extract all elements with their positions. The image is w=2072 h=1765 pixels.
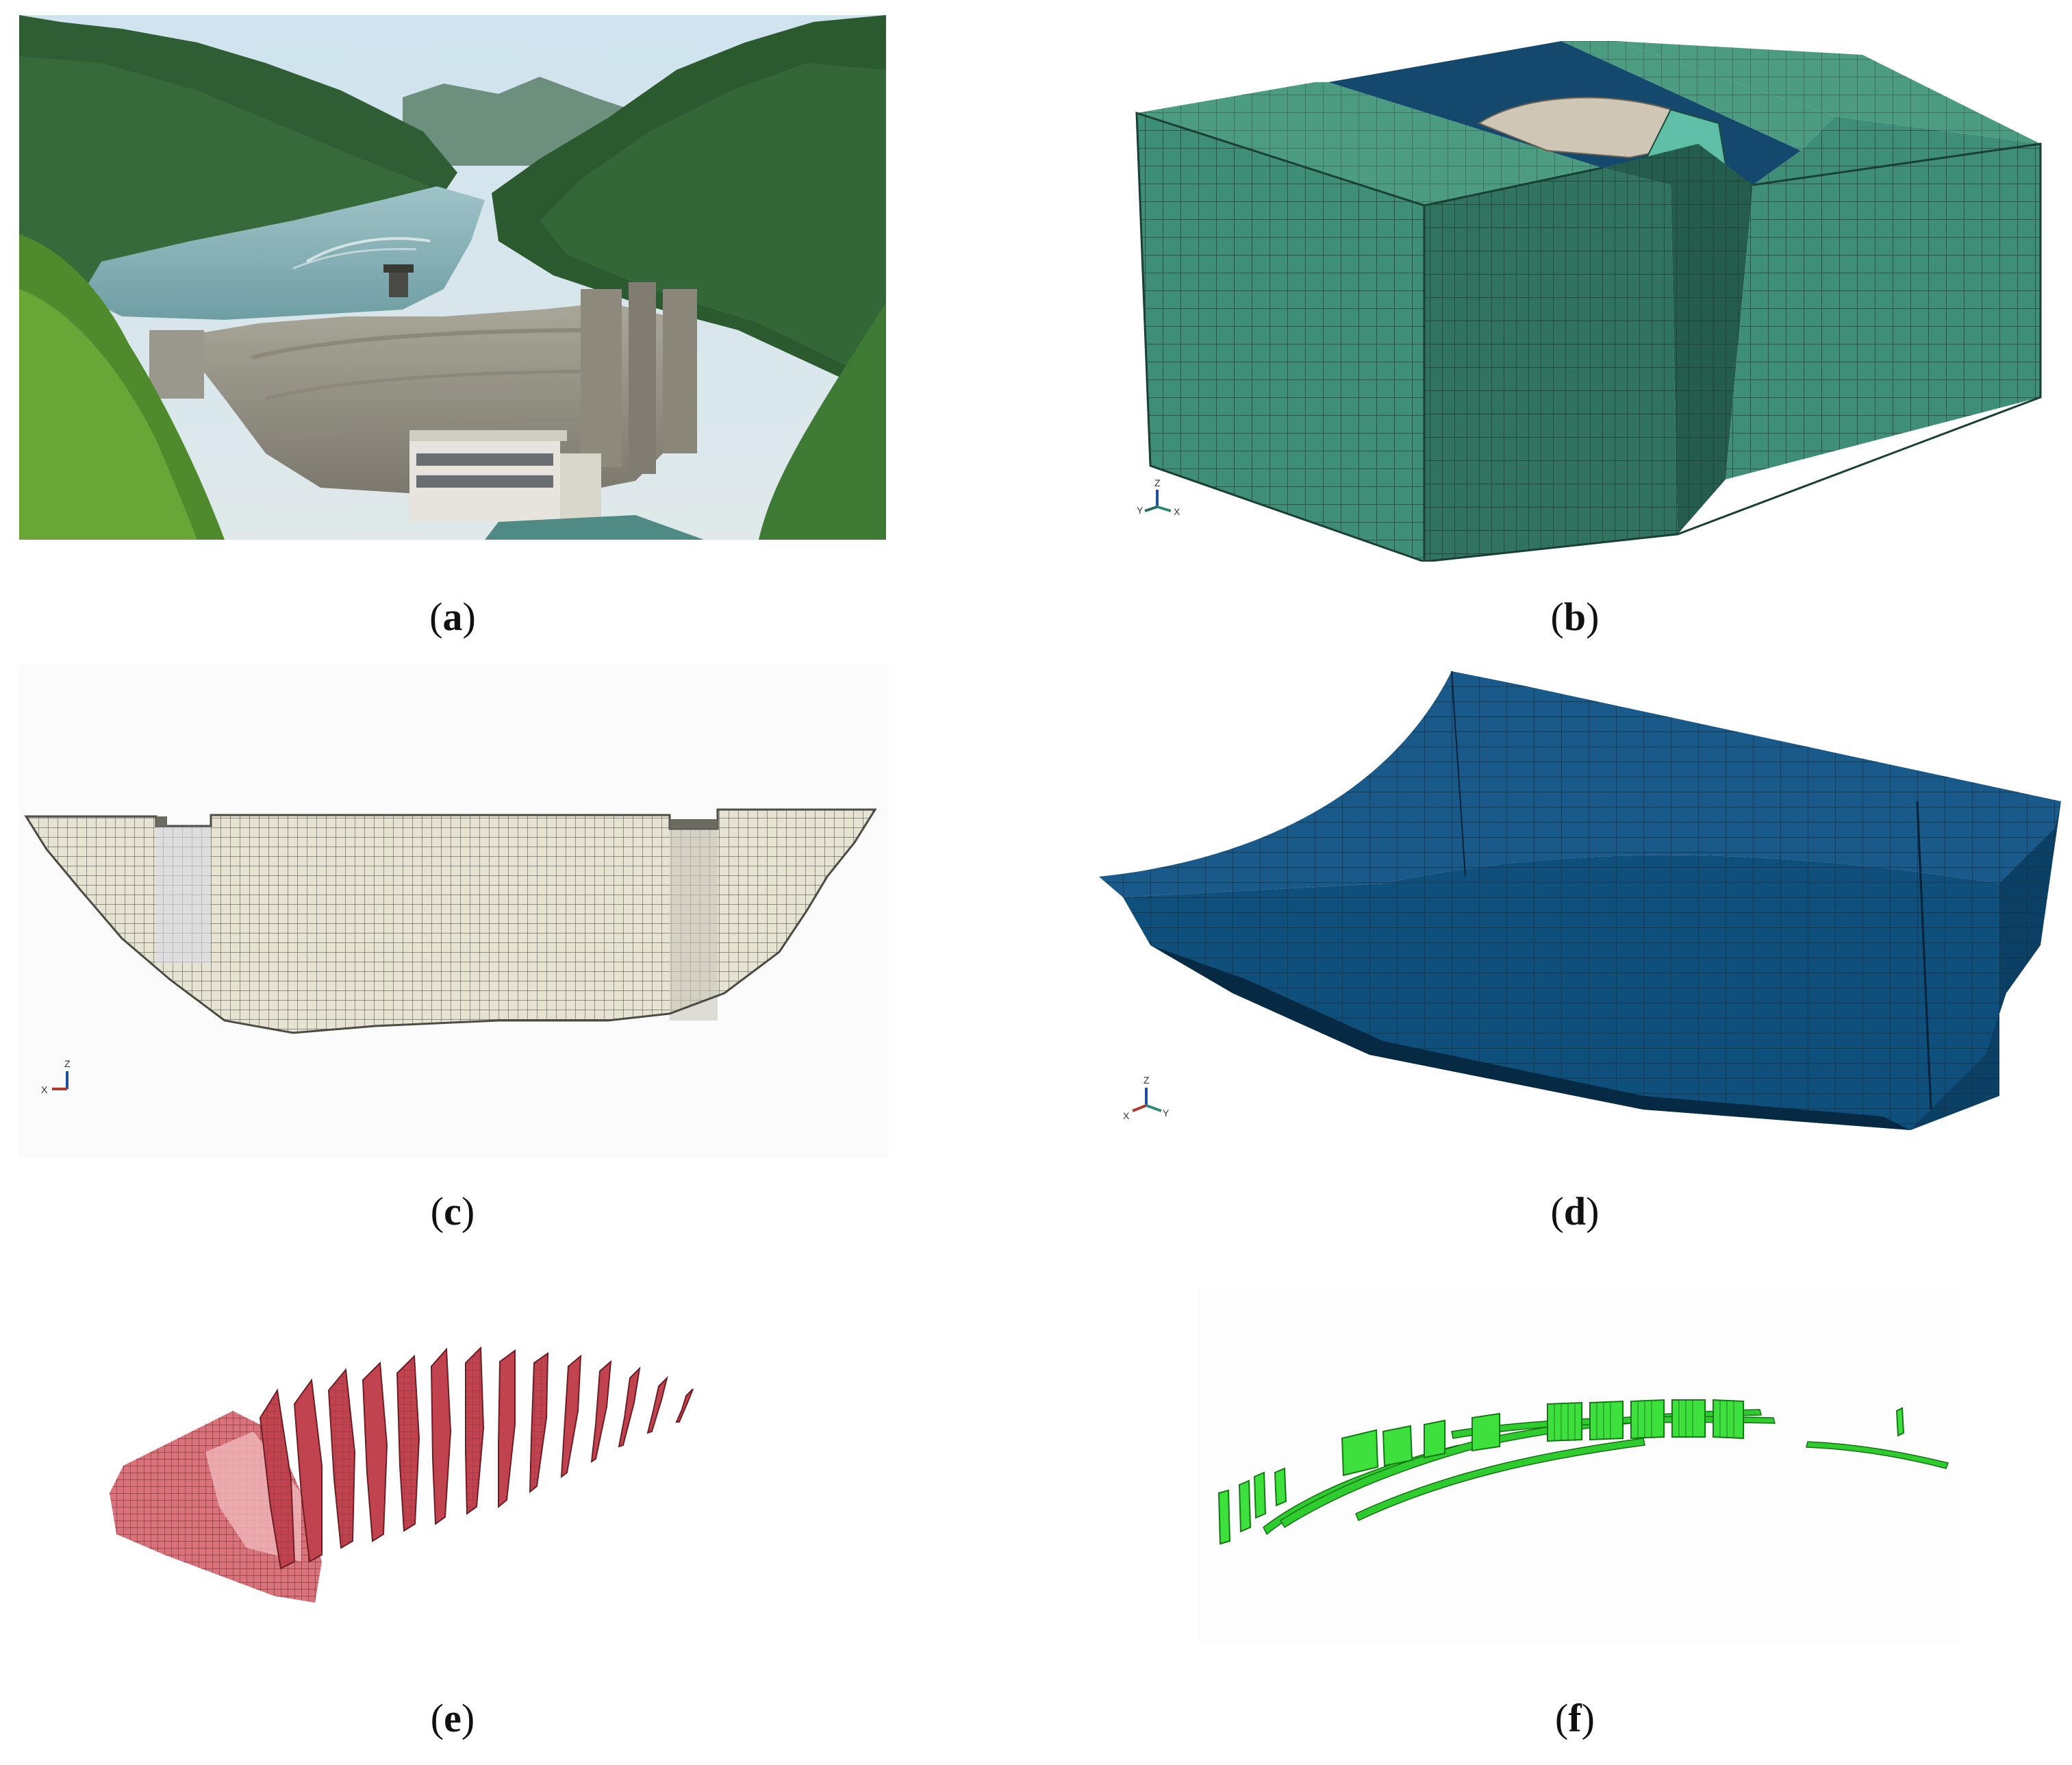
caption-e: (e)	[430, 1696, 475, 1740]
axis-label-y: Y	[1137, 505, 1144, 516]
dam-photo	[19, 15, 886, 540]
caption-b: (b)	[1550, 594, 1600, 639]
caption-f-letter: f	[1568, 1696, 1582, 1740]
dam-elevation-model: Z X	[19, 664, 889, 1157]
axis-triad: Z X Y	[1123, 1075, 1170, 1121]
caption-d: (d)	[1550, 1189, 1600, 1234]
panel-e	[96, 1315, 781, 1630]
axis-triad: Z X	[41, 1058, 71, 1095]
dam-3d-model: Z X Y	[1099, 671, 2061, 1130]
panel-d: Z X Y	[1096, 671, 2068, 1144]
caption-b-letter: b	[1563, 594, 1587, 639]
axis-label-x: X	[1174, 506, 1180, 517]
caption-d-letter: d	[1563, 1189, 1587, 1234]
crack-panels	[1217, 1399, 1905, 1545]
caption-e-letter: e	[444, 1696, 462, 1740]
panel-c: Z X	[19, 664, 889, 1157]
axis-label-z: Z	[64, 1058, 71, 1069]
panel-a	[19, 15, 886, 540]
dam-arch	[177, 303, 690, 495]
caption-f: (f)	[1555, 1696, 1595, 1740]
axis-label-y: Y	[1163, 1107, 1170, 1118]
axis-label-z: Z	[1144, 1075, 1150, 1086]
axis-triad: Z Y X	[1137, 477, 1180, 517]
axis-label-z: Z	[1154, 477, 1161, 488]
caption-c-letter: c	[444, 1189, 462, 1234]
panel-f	[1198, 1288, 1958, 1644]
reservoir	[81, 186, 485, 320]
caption-a-letter: a	[442, 594, 463, 639]
axis-label-x: X	[1123, 1110, 1130, 1121]
caption-a: (a)	[429, 594, 476, 639]
panel-b: Z Y X	[1109, 41, 2068, 562]
axis-label-x: X	[41, 1084, 48, 1095]
joint-surfaces-model	[110, 1346, 694, 1603]
foreground-foliage-right	[759, 303, 886, 540]
crack-elements-model	[1198, 1288, 1958, 1644]
foundation-block-model: Z Y X	[1135, 41, 2042, 562]
caption-c: (c)	[430, 1189, 475, 1234]
